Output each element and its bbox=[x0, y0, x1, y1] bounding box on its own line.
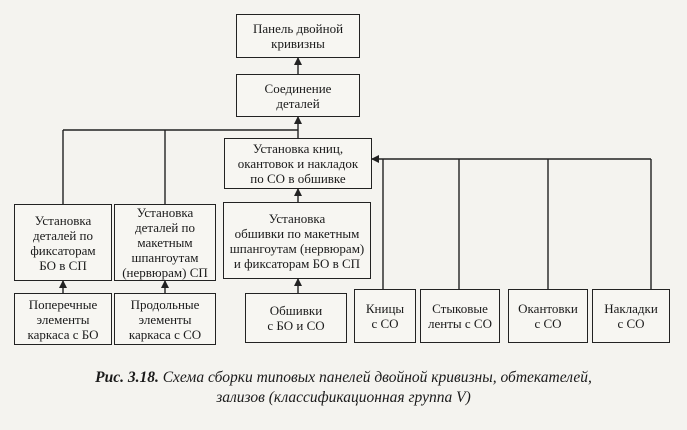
node-long-elements: Продольные элементы каркаса с СО bbox=[114, 293, 216, 345]
node-install-knees: Установка книц, окантовок и накладок по … bbox=[224, 138, 372, 189]
node-install-knees-label: Установка книц, окантовок и накладок по … bbox=[237, 141, 359, 186]
node-skins: Обшивки с БО и СО bbox=[245, 293, 347, 343]
caption-line-2: зализов (классификационная группа V) bbox=[0, 388, 687, 408]
node-install-template-label: Установка деталей по макетным шпангоутам… bbox=[122, 205, 208, 280]
node-knees: Кницы с СО bbox=[354, 289, 416, 343]
node-joint-strips-label: Стыковые ленты с СО bbox=[428, 301, 492, 331]
node-install-skin-label: Установка обшивки по макетным шпангоутам… bbox=[229, 210, 365, 271]
node-install-fixators-label: Установка деталей по фиксаторам БО в СП bbox=[30, 212, 96, 273]
node-panel-label: Панель двойной кривизны bbox=[252, 21, 344, 51]
node-knees-label: Кницы с СО bbox=[365, 301, 405, 331]
node-joining: Соединение деталей bbox=[236, 74, 360, 117]
node-edgings: Окантовки с СО bbox=[508, 289, 588, 343]
node-edgings-label: Окантовки с СО bbox=[518, 301, 578, 331]
node-overlays-label: Накладки с СО bbox=[604, 301, 658, 331]
figure-caption: Рис. 3.18. Схема сборки типовых панелей … bbox=[0, 368, 687, 408]
caption-text-2: зализов (классификационная группа V) bbox=[216, 389, 471, 406]
node-install-template: Установка деталей по макетным шпангоутам… bbox=[114, 204, 216, 281]
node-overlays: Накладки с СО bbox=[592, 289, 670, 343]
node-cross-elements-label: Поперечные элементы каркаса с БО bbox=[27, 296, 99, 342]
caption-text-1: Схема сборки типовых панелей двойной кри… bbox=[162, 369, 592, 386]
caption-number: Рис. 3.18. bbox=[95, 369, 159, 386]
node-cross-elements: Поперечные элементы каркаса с БО bbox=[14, 293, 112, 345]
caption-line-1: Рис. 3.18. Схема сборки типовых панелей … bbox=[0, 368, 687, 388]
node-long-elements-label: Продольные элементы каркаса с СО bbox=[128, 296, 202, 342]
node-install-fixators: Установка деталей по фиксаторам БО в СП bbox=[14, 204, 112, 281]
node-joining-label: Соединение деталей bbox=[264, 80, 332, 111]
node-joint-strips: Стыковые ленты с СО bbox=[420, 289, 500, 343]
node-panel: Панель двойной кривизны bbox=[236, 14, 360, 58]
node-skins-label: Обшивки с БО и СО bbox=[267, 303, 325, 333]
node-install-skin: Установка обшивки по макетным шпангоутам… bbox=[223, 202, 371, 279]
